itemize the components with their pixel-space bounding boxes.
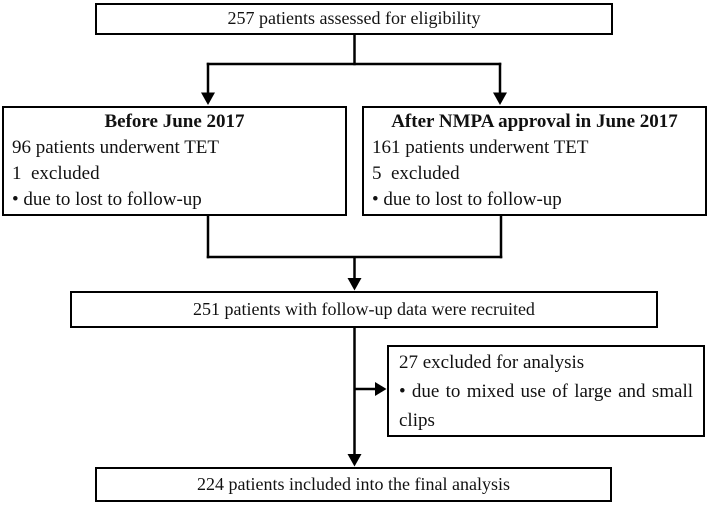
before-line-bullet-followup: • due to lost to follow-up bbox=[12, 189, 202, 210]
box-excluded-for-analysis: 27 excluded for analysis • due to mixed … bbox=[387, 345, 705, 437]
merge-arrow-cohorts-to-recruited bbox=[206, 216, 503, 291]
recruited-text: 251 patients with follow-up data were re… bbox=[193, 298, 535, 319]
after-heading: After NMPA approval in June 2017 bbox=[391, 111, 678, 132]
before-line-excluded: 1 excluded bbox=[12, 163, 100, 184]
before-heading: Before June 2017 bbox=[104, 111, 245, 132]
split-arrows-eligibility-to-cohorts bbox=[201, 35, 507, 105]
after-line-underwent: 161 patients underwent TET bbox=[372, 137, 589, 158]
eligibility-text: 257 patients assessed for eligibility bbox=[227, 8, 481, 29]
after-line-bullet-followup: • due to lost to follow-up bbox=[372, 189, 562, 210]
box-final-analysis: 224 patients included into the final ana… bbox=[95, 467, 612, 502]
branch-arrow-to-excluded bbox=[354, 382, 387, 396]
box-before-june-2017: Before June 2017 96 patients underwent T… bbox=[2, 106, 347, 216]
after-line-excluded: 5 excluded bbox=[372, 163, 460, 184]
box-after-nmpa-approval: After NMPA approval in June 2017 161 pat… bbox=[362, 106, 707, 216]
excluded-line-count: 27 excluded for analysis bbox=[399, 352, 585, 373]
final-text: 224 patients included into the final ana… bbox=[197, 473, 510, 494]
before-line-underwent: 96 patients underwent TET bbox=[12, 137, 220, 158]
arrow-recruited-to-final bbox=[347, 328, 362, 467]
box-recruited: 251 patients with follow-up data were re… bbox=[70, 291, 658, 328]
excluded-line-bullet-reason: • due to mixed use of large and small cl… bbox=[399, 381, 693, 431]
box-eligibility: 257 patients assessed for eligibility bbox=[95, 3, 613, 35]
